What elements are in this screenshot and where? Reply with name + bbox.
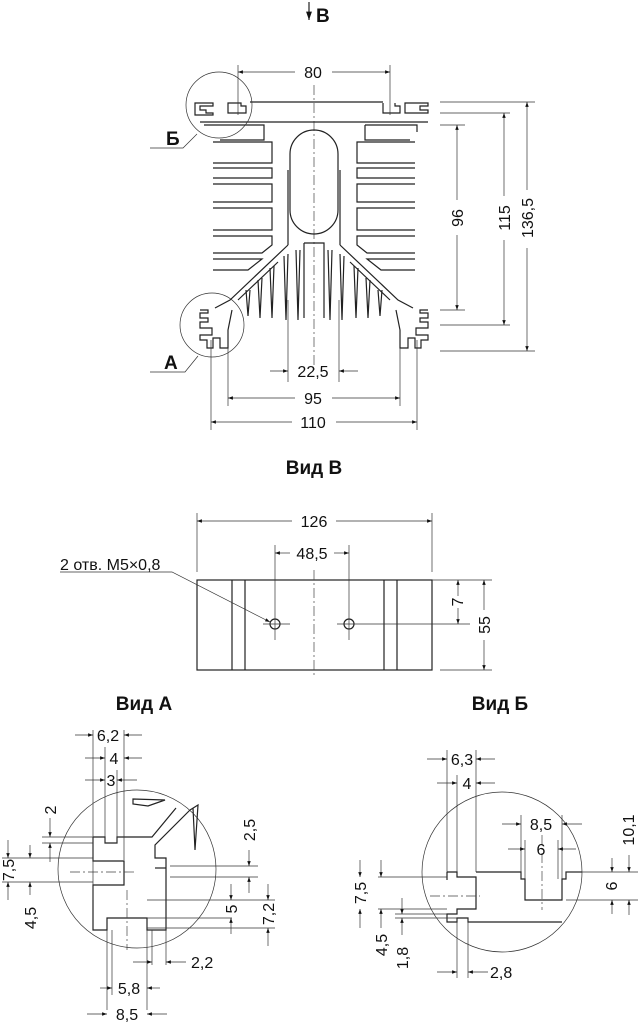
dim-outer-width: 110 <box>300 415 326 432</box>
dim-b-10: 2,8 <box>490 965 512 982</box>
center-oval <box>289 129 339 235</box>
dim-top-width: 80 <box>304 65 322 82</box>
dim-a-5: 7,5 <box>1 859 18 881</box>
dim-fin-height: 96 <box>450 209 467 227</box>
main-view: В <box>150 2 537 432</box>
dim-hole-spacing: 48,5 <box>296 546 327 563</box>
view-b: Вид Б 6,3 4 8,5 6 6 10,1 <box>353 694 638 982</box>
dim-a-12: 8,5 <box>116 1007 138 1024</box>
dim-b-3: 8,5 <box>530 817 552 834</box>
dim-a-11: 5,8 <box>118 981 140 998</box>
dim-length: 126 <box>301 514 328 531</box>
top-left-slot <box>194 102 214 116</box>
dim-a-4: 2 <box>43 805 60 814</box>
view-b-title: Вид Б <box>472 694 528 715</box>
lower-fins <box>245 249 383 321</box>
dim-total-height: 136,5 <box>520 198 537 238</box>
left-fins <box>213 141 273 271</box>
detail-circle-b <box>185 71 253 139</box>
dim-inner-width: 95 <box>304 391 322 408</box>
view-a: Вид А 6,2 4 3 2 7,5 4,5 <box>1 694 278 1024</box>
dim-mid-height: 115 <box>497 205 514 231</box>
dim-a-1: 6,2 <box>97 728 119 745</box>
dim-a-9: 7,2 <box>261 903 278 925</box>
dim-b-8: 4,5 <box>374 934 391 956</box>
dim-b-1: 6,3 <box>451 752 473 769</box>
dim-a-2: 4 <box>110 751 119 768</box>
view-v-title: Вид В <box>286 458 342 479</box>
hole-note: 2 отв. М5×0,8 <box>60 557 161 574</box>
dim-a-7: 2,5 <box>242 819 259 841</box>
detail-circle-a <box>179 292 245 358</box>
dim-width: 55 <box>477 616 494 634</box>
callout-a: А <box>164 353 178 374</box>
leader-a <box>150 355 199 373</box>
view-a-title: Вид А <box>116 694 173 715</box>
dim-b-2: 4 <box>463 776 472 793</box>
dim-b-5: 6 <box>604 881 621 890</box>
dim-a-8: 5 <box>224 904 241 913</box>
dim-a-6: 4,5 <box>23 907 40 929</box>
dim-b-4: 6 <box>537 842 546 859</box>
dim-slot-spacing: 22,5 <box>297 364 328 381</box>
callout-b: Б <box>166 129 180 150</box>
dim-a-3: 3 <box>107 773 116 790</box>
view-v: Вид В 126 48,5 2 отв. М5×0,8 7 <box>60 458 494 678</box>
right-fins <box>356 141 415 271</box>
dim-b-9: 1,8 <box>395 947 412 969</box>
base-plate <box>196 579 433 671</box>
dim-a-10: 2,2 <box>191 955 213 972</box>
dim-b-7: 7,5 <box>353 882 370 904</box>
detail-circle-a-enlarged <box>57 789 217 949</box>
dim-hole-offset: 7 <box>450 597 467 606</box>
leader-b <box>150 133 198 149</box>
view-arrow-label: В <box>316 6 330 27</box>
dim-b-6: 10,1 <box>621 814 638 845</box>
